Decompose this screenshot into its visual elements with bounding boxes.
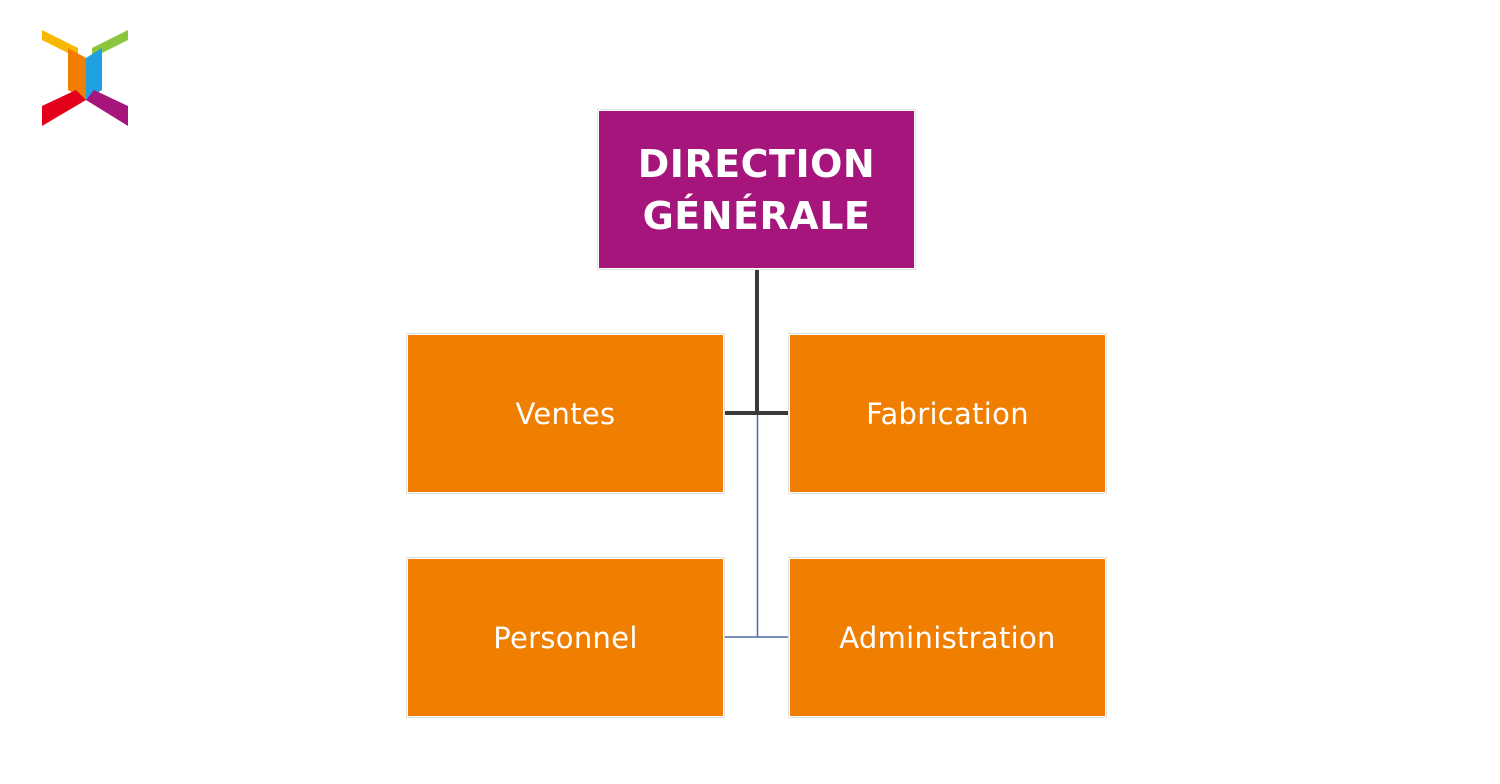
fabrication-label: Fabrication xyxy=(866,396,1029,431)
fabrication-box: Fabrication xyxy=(788,333,1107,494)
personnel-box: Personnel xyxy=(406,557,725,718)
ventes-label: Ventes xyxy=(515,396,616,431)
direction-generale-label: DIRECTION GÉNÉRALE xyxy=(637,141,876,238)
x-logo-icon xyxy=(42,30,128,126)
administration-box: Administration xyxy=(788,557,1107,718)
ventes-box: Ventes xyxy=(406,333,725,494)
personnel-label: Personnel xyxy=(493,620,638,655)
direction-generale-box: DIRECTION GÉNÉRALE xyxy=(597,109,916,270)
administration-label: Administration xyxy=(839,620,1056,655)
